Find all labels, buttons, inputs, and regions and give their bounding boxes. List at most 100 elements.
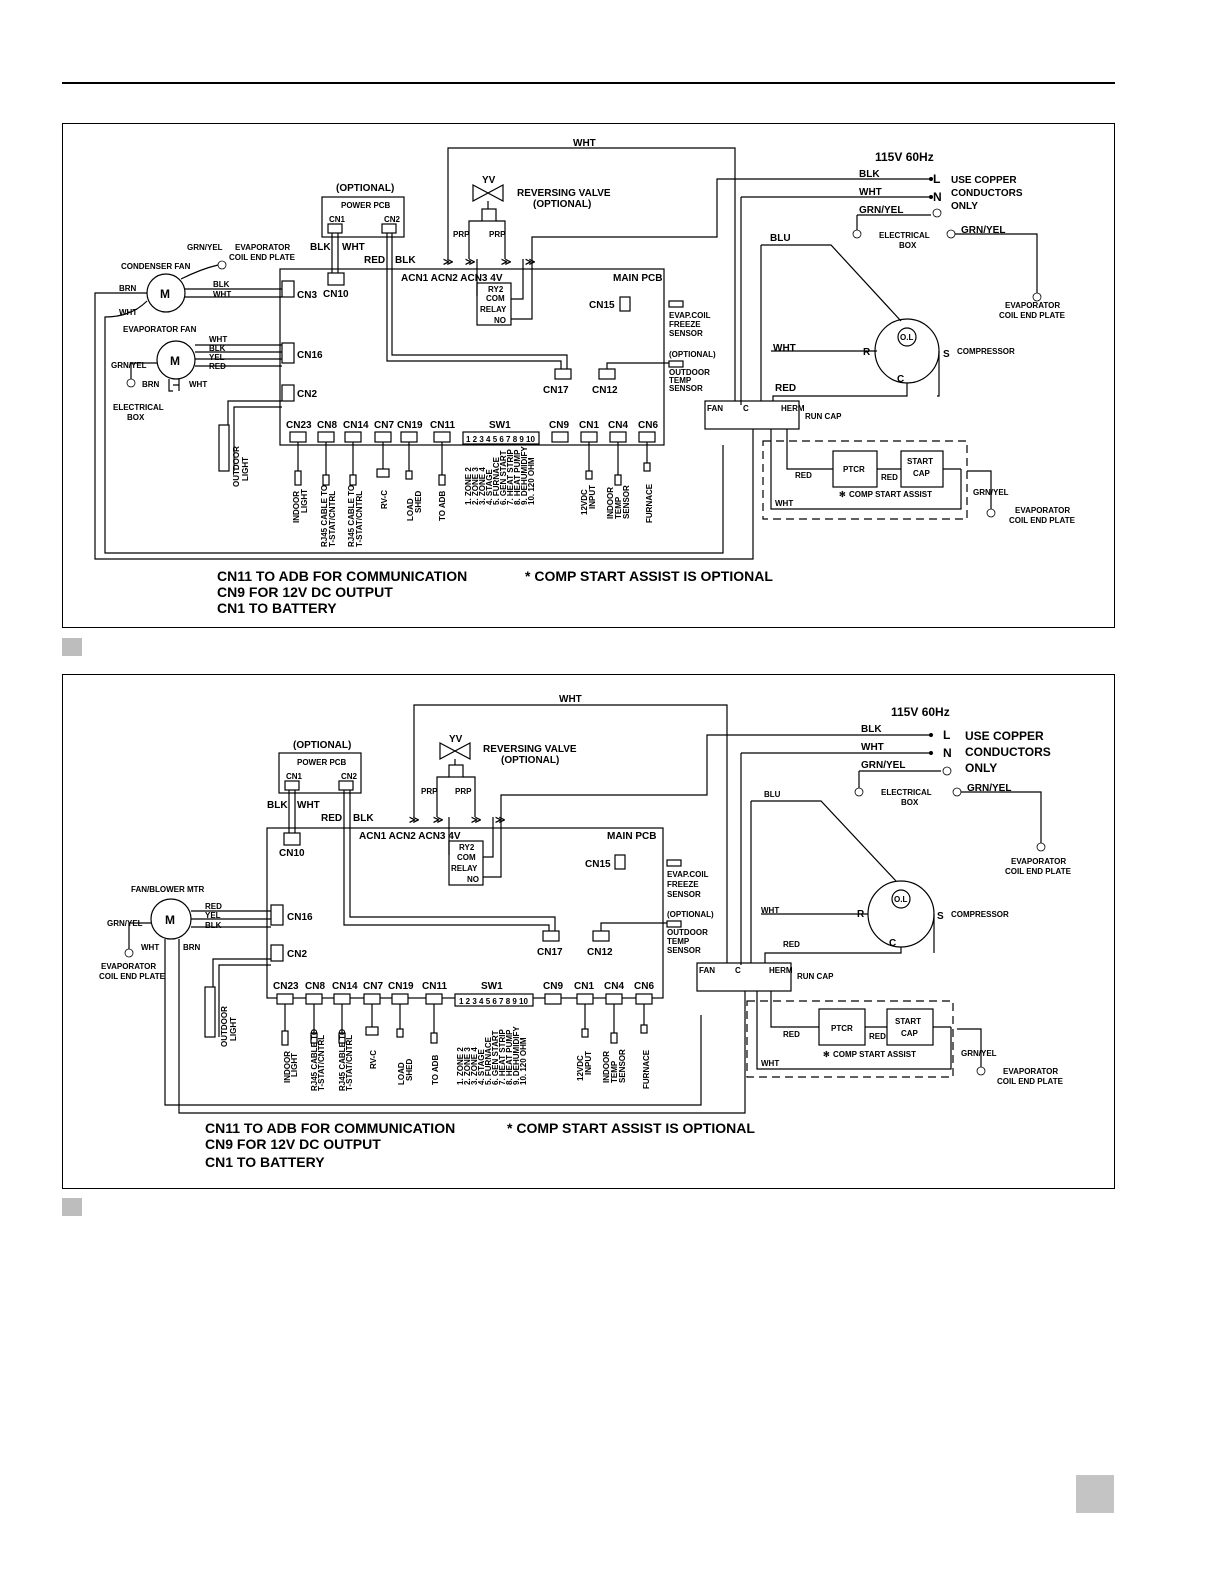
outdoor-sensor-b1: OUTDOOR bbox=[667, 928, 708, 937]
compressor-r: R bbox=[863, 347, 871, 358]
evap-wire-wht: WHT bbox=[209, 335, 227, 344]
power-wire-blk: BLK bbox=[310, 242, 331, 253]
cond-wire-wht: WHT bbox=[213, 290, 231, 299]
sw1-dip-switch bbox=[462, 431, 540, 445]
runcap-fan-2: FAN bbox=[699, 966, 715, 975]
supply-copper-1: USE COPPER bbox=[951, 175, 1017, 186]
evap-sensor-2: FREEZE bbox=[669, 320, 701, 329]
blower-wire-blk: BLK bbox=[205, 921, 222, 930]
power-pcb-cn1: CN1 bbox=[329, 215, 346, 224]
box-evap-1: EVAPORATOR bbox=[1005, 301, 1060, 310]
cn23-indoor-light-b1: INDOOR bbox=[283, 1051, 292, 1083]
power-pcb-optional-2: (OPTIONAL) bbox=[293, 740, 351, 751]
outdoor-light-label-b1: OUTDOOR bbox=[220, 1006, 229, 1047]
sw1-option: 4. STAGE bbox=[477, 1048, 486, 1085]
relay-ry2-2 bbox=[448, 840, 484, 886]
power-pcb-title: POWER PCB bbox=[341, 201, 391, 210]
outdoor-sensor-b2: TEMP bbox=[667, 937, 690, 946]
relay-ry2-label-2: RY2 bbox=[459, 843, 475, 852]
note-cn9: CN9 FOR 12V DC OUTPUT bbox=[217, 584, 393, 600]
relay-no-2: NO bbox=[467, 875, 479, 884]
start-assist-optional-group bbox=[762, 440, 968, 520]
power-pcb-cn2-2: CN2 bbox=[341, 772, 358, 781]
box-evap-b1: EVAPORATOR bbox=[1011, 857, 1066, 866]
valve-yv: YV bbox=[482, 175, 496, 186]
condenser-motor-m: M bbox=[160, 287, 170, 301]
cn2-connector-2 bbox=[270, 944, 284, 962]
outdoor-sensor-2: TEMP bbox=[669, 376, 692, 385]
valve-yv-2: YV bbox=[449, 734, 463, 745]
cn1-input-2: INPUT bbox=[584, 1051, 593, 1075]
start-cap-label-2: CAP bbox=[913, 469, 931, 478]
cn10-label: CN10 bbox=[323, 289, 349, 300]
sw1-label: SW1 bbox=[489, 420, 511, 431]
note-start-assist-2: * COMP START ASSIST IS OPTIONAL bbox=[507, 1120, 755, 1136]
start-assist-label: COMP START ASSIST bbox=[849, 490, 932, 499]
supply-voltage-2: 115V 60Hz bbox=[891, 705, 950, 719]
sw1-option: 2. ZONE 3 bbox=[463, 1047, 472, 1085]
note-cn1-2: CN1 TO BATTERY bbox=[205, 1154, 325, 1170]
cn16-connector bbox=[281, 342, 295, 364]
cn2-label-2: CN2 bbox=[287, 949, 307, 960]
cn23-label: CN23 bbox=[286, 420, 312, 431]
svg-text:≫: ≫ bbox=[501, 257, 511, 268]
supply-n: N bbox=[933, 190, 942, 204]
runcap-herm: HERM bbox=[781, 404, 805, 413]
condenser-fan-label: CONDENSER FAN bbox=[121, 262, 191, 271]
cn4-indoor-3: SENSOR bbox=[622, 485, 631, 519]
supply-copper-3: ONLY bbox=[951, 201, 978, 212]
supply-copper-b3: ONLY bbox=[965, 761, 997, 775]
note-cn11: CN11 TO ADB FOR COMMUNICATION bbox=[217, 568, 467, 584]
power-pcb-optional: (OPTIONAL) bbox=[336, 183, 394, 194]
cn14-label-2: CN14 bbox=[332, 981, 358, 992]
cn10-connector-2 bbox=[283, 832, 301, 846]
blu-wire: BLU bbox=[770, 233, 791, 244]
sw1-option: 9. DEHUMIDIFY bbox=[520, 446, 529, 505]
top-wire-wht-2: WHT bbox=[559, 694, 582, 705]
cn3-connector bbox=[281, 280, 295, 298]
comp-wire-red: RED bbox=[775, 383, 796, 394]
cn15-label: CN15 bbox=[589, 300, 615, 311]
evap-sensor-3: SENSOR bbox=[669, 329, 703, 338]
box-evap-b2: COIL END PLATE bbox=[1005, 867, 1072, 876]
cn8-rj45-1: RJ45 CABLE TO bbox=[320, 485, 329, 547]
svg-text:≫: ≫ bbox=[443, 257, 453, 268]
sw1-option: 10. 120 OHM bbox=[527, 457, 536, 505]
sw1-option: 7. HEAT STRIP bbox=[498, 1028, 507, 1085]
svg-text:≫: ≫ bbox=[525, 257, 535, 268]
cn10-connector bbox=[327, 272, 345, 286]
supply-wht: WHT bbox=[859, 187, 882, 198]
cn1-label-2: CN1 bbox=[574, 981, 594, 992]
box-grnyel: GRN/YEL bbox=[961, 225, 1005, 236]
cn14-rj45-2: T-STAT/CNTRL bbox=[355, 491, 364, 547]
evap-wire-yel: YEL bbox=[209, 353, 225, 362]
supply-copper-2: CONDUCTORS bbox=[951, 188, 1023, 199]
sw1-option-list-2: 1. ZONE 2 2. ZONE 3 3. ZONE 4 4. STAGE 5… bbox=[456, 1026, 528, 1085]
page-number-box bbox=[1076, 1475, 1114, 1513]
supply-blk: BLK bbox=[859, 169, 880, 180]
cn9-label-2: CN9 bbox=[543, 981, 563, 992]
cond-evap-label-2: COIL END PLATE bbox=[229, 253, 296, 262]
sw1-option-list: 1. ZONE 2 2. ZONE 3 3. ZONE 4 4. STAGE 5… bbox=[464, 446, 536, 505]
ptcr-label: PTCR bbox=[843, 465, 865, 474]
runcap-herm-2: HERM bbox=[769, 966, 793, 975]
page-header-rule bbox=[62, 82, 1115, 84]
evap-sensor-b2: FREEZE bbox=[667, 880, 699, 889]
start-cap-label-b2: CAP bbox=[901, 1029, 919, 1038]
run-capacitor-2 bbox=[696, 962, 792, 992]
acn-terminals-label: ACN1 ACN2 ACN3 4V bbox=[401, 273, 503, 284]
cn10-label-2: CN10 bbox=[279, 848, 305, 859]
compressor-ol-2: O.L bbox=[894, 895, 907, 904]
compressor-s: S bbox=[943, 349, 950, 360]
cn3-label: CN3 bbox=[297, 290, 317, 301]
cn17-label-2: CN17 bbox=[537, 947, 563, 958]
valve-prp-1: PRP bbox=[453, 230, 470, 239]
power-wire-red-b: RED bbox=[321, 813, 342, 824]
sw1-option: 5. FURNACE bbox=[484, 1036, 493, 1085]
cn2-label: CN2 bbox=[297, 389, 317, 400]
outdoor-light bbox=[218, 424, 230, 472]
cn4-indoor-b1: INDOOR bbox=[602, 1051, 611, 1083]
evap-grnyel: GRN/YEL bbox=[111, 361, 147, 370]
cond-wire-blk: BLK bbox=[213, 280, 230, 289]
cn8-label-2: CN8 bbox=[305, 981, 325, 992]
